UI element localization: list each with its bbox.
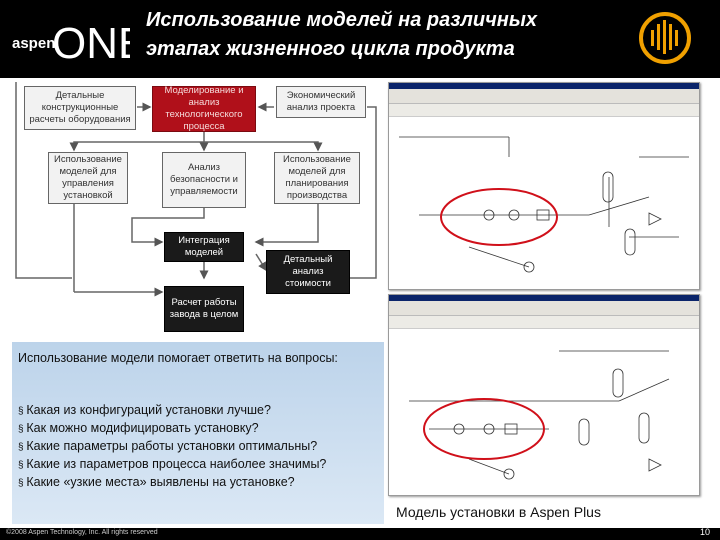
list-item: Какая из конфигураций установки лучше? bbox=[18, 402, 380, 420]
panel-intro: Использование модели помогает ответить н… bbox=[18, 351, 338, 365]
workflow-diagram: Детальные конструкционные расчеты оборуд… bbox=[12, 82, 384, 342]
window-titlebar bbox=[389, 295, 699, 301]
box-cost-analysis: Детальный анализ стоимости bbox=[266, 250, 350, 294]
questions-panel: Использование модели помогает ответить н… bbox=[12, 342, 384, 524]
page-number: 10 bbox=[699, 527, 710, 537]
copyright-text: ©2008 Aspen Technology, Inc. All rights … bbox=[6, 529, 158, 536]
highlight-circle bbox=[423, 398, 545, 460]
highlight-circle bbox=[440, 188, 558, 246]
logo-small-text: aspen bbox=[12, 35, 55, 52]
aspen-window-1 bbox=[388, 82, 700, 290]
window-toolbar-secondary bbox=[389, 316, 699, 329]
aspen-plus-screenshots bbox=[388, 82, 704, 502]
title-line-2: этапах жизненного цикла продукта bbox=[146, 38, 515, 60]
page-title: Использование моделей на различных этапа… bbox=[146, 6, 626, 64]
diagram-arrows bbox=[15, 82, 377, 297]
list-item: Как можно модифицировать установку? bbox=[18, 420, 380, 438]
flowsheet-diagram-2 bbox=[409, 350, 670, 480]
title-line-1: Использование моделей на различных bbox=[146, 9, 538, 31]
footer-bar bbox=[0, 528, 720, 540]
box-detailed-calculations: Детальные конструкционные расчеты оборуд… bbox=[24, 86, 136, 130]
aspen-one-logo: aspen ONE bbox=[12, 19, 130, 68]
aspen-window-2 bbox=[388, 294, 700, 496]
window-toolbar bbox=[389, 301, 699, 316]
list-item: Какие из параметров процесса наиболее зн… bbox=[18, 456, 380, 474]
questions-list: Какая из конфигураций установки лучше? К… bbox=[18, 402, 380, 492]
header-bar: aspen ONE Использование моделей на разли… bbox=[0, 0, 720, 78]
flowsheet-diagram-1 bbox=[399, 136, 689, 273]
aspentech-emblem-icon bbox=[639, 12, 691, 64]
list-item: Какие «узкие места» выявлены на установк… bbox=[18, 474, 380, 492]
box-economic-analysis: Экономический анализ проекта bbox=[276, 86, 366, 118]
box-safety-analysis: Анализ безопасности и управляемости bbox=[162, 152, 246, 208]
box-plant-calculation: Расчет работы завода в целом bbox=[164, 286, 244, 332]
box-control-models: Использование моделей для управления уст… bbox=[48, 152, 128, 204]
logo-big-text: ONE bbox=[52, 19, 130, 68]
box-planning-models: Использование моделей для планирования п… bbox=[274, 152, 360, 204]
window-titlebar bbox=[389, 83, 699, 89]
list-item: Какие параметры работы установки оптимал… bbox=[18, 438, 380, 456]
box-model-integration: Интеграция моделей bbox=[164, 232, 244, 262]
box-process-modeling: Моделирование и анализ технологического … bbox=[152, 85, 256, 132]
window-toolbar-secondary bbox=[389, 104, 699, 117]
window-toolbar bbox=[389, 89, 699, 104]
screenshot-caption: Модель установки в Aspen Plus bbox=[396, 504, 601, 520]
